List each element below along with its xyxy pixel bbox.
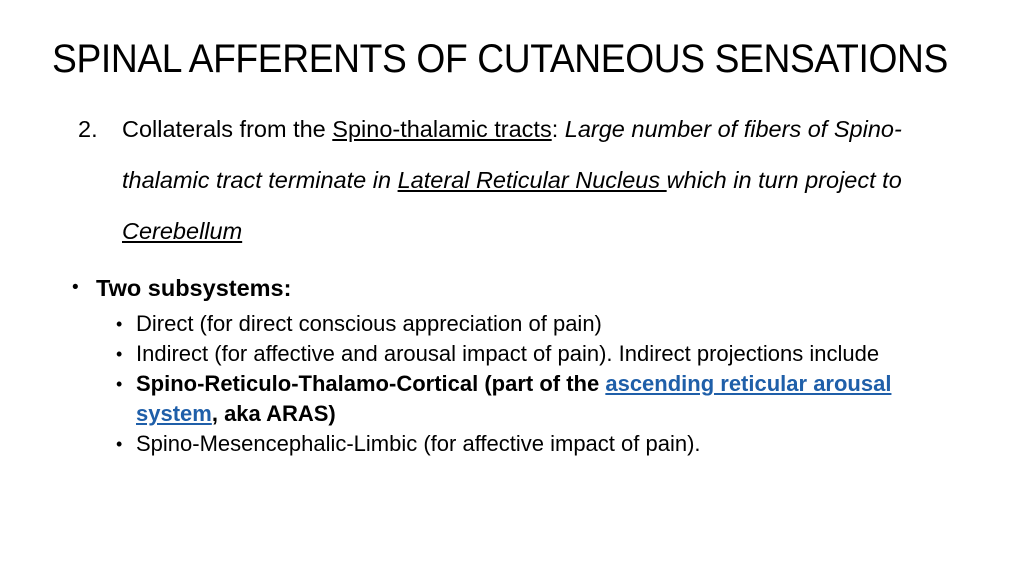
bullet-dot-icon: • — [116, 344, 123, 364]
bullet-dot-icon: • — [116, 374, 123, 394]
sub-bullet-suffix-text: , aka ARAS) — [211, 401, 336, 426]
sub-bullet-item-direct: • Direct (for direct conscious appreciati… — [0, 309, 926, 339]
numbered-list-item: 2. Collaterals from the Spino-thalamic tr… — [0, 104, 982, 257]
numbered-item-colon: : — [551, 116, 565, 142]
sub-bullet-label-indirect: Indirect (for affective and arousal impa… — [136, 341, 880, 366]
sub-bullet-item-spino-reticulo-thalamo-cortical: • Spino-Reticulo-Thalamo-Cortical (part o… — [0, 369, 926, 429]
bullet-label-two-subsystems: Two subsystems: — [96, 275, 292, 301]
numbered-item-italic-underlined-2: Cerebellum — [122, 218, 243, 244]
bullet-dot-icon: • — [116, 434, 123, 454]
sub-bullet-label-direct: Direct (for direct conscious appreciatio… — [136, 311, 602, 336]
bullet-dot-icon: • — [72, 277, 79, 298]
numbered-item-lead-text: Collaterals from the — [122, 116, 333, 142]
bullet-item-two-subsystems: • Two subsystems: — [0, 271, 1024, 305]
vertical-spacer — [0, 257, 1024, 271]
hyperlink-ascending-reticular-arousal-system[interactable]: ascending reticular arousal system — [136, 371, 892, 426]
numbered-item-italic-body-1: Large number of fibers of Spino-thalamic… — [122, 116, 902, 193]
sub-bullet-prefix-text: Spino-Reticulo-Thalamo-Cortical (part of… — [136, 371, 606, 396]
slide-title: SPINAL AFFERENTS OF CUTANEOUS SENSATIONS — [52, 37, 948, 81]
list-number-marker: 2. — [78, 116, 98, 142]
sub-bullet-item-indirect: • Indirect (for affective and arousal imp… — [0, 339, 926, 369]
numbered-item-italic-body-2: which in turn project to — [666, 167, 902, 193]
numbered-item-underlined-term: Spino-thalamic tracts — [332, 116, 552, 142]
slide-body: 2. Collaterals from the Spino-thalamic tr… — [0, 104, 1024, 459]
bullet-dot-icon: • — [116, 314, 123, 334]
numbered-item-italic-underlined-1: Lateral Reticular Nucleus — [397, 167, 667, 193]
sub-bullet-item-spino-mesencephalic-limbic: • Spino-Mesencephalic-Limbic (for affecti… — [0, 429, 926, 459]
sub-bullet-label-spino-mesencephalic-limbic: Spino-Mesencephalic-Limbic (for affectiv… — [136, 431, 701, 456]
